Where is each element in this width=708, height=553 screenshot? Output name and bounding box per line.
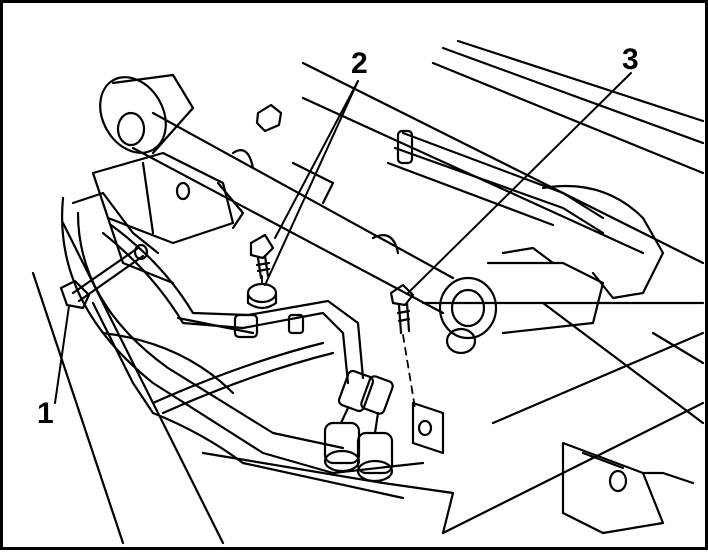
bolt-1	[59, 243, 149, 310]
rocker-rails	[386, 129, 665, 300]
lower-arm	[61, 196, 455, 535]
install-paths	[261, 275, 416, 409]
bolt-2a	[249, 233, 275, 280]
upper-arm-tube	[99, 73, 455, 315]
mechanical-diagram	[31, 39, 705, 545]
hose-fittings	[323, 369, 394, 483]
callout-2: 2	[351, 47, 368, 80]
bolt-3	[389, 283, 415, 335]
leader-lines	[54, 72, 632, 404]
loose-nut	[255, 103, 283, 133]
chassis-rails	[31, 39, 705, 545]
callout-3: 3	[622, 43, 639, 76]
nut-2b	[246, 282, 278, 310]
lower-bracket	[411, 401, 695, 535]
callout-1: 1	[37, 397, 54, 430]
hydraulic-lines	[101, 223, 365, 415]
mount-bracket	[71, 151, 245, 285]
damper-cylinder	[438, 246, 605, 355]
